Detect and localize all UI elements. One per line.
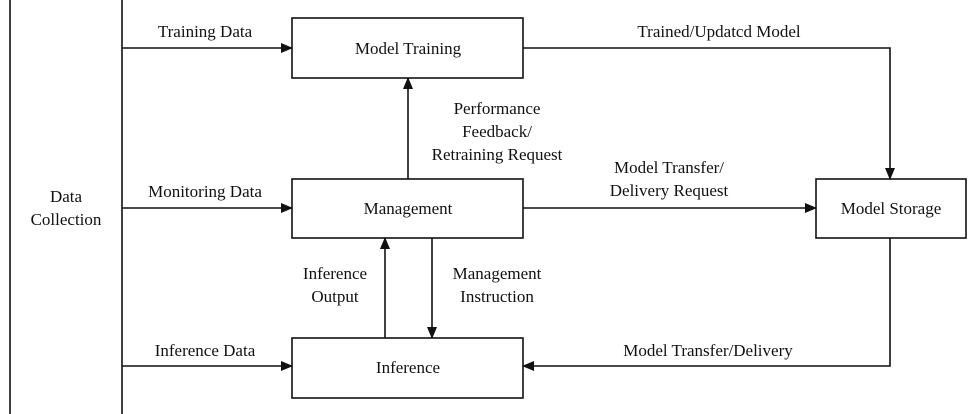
training-data-label: Training Data xyxy=(158,22,253,41)
performance-feedback-label-line2: Feedback/ xyxy=(462,122,532,141)
model-transfer-delivery-arrow xyxy=(522,238,891,371)
performance-feedback-label-line3: Retraining Request xyxy=(432,145,563,164)
trained-updated-model-arrow xyxy=(523,47,895,180)
performance-feedback-label-line1: Performance xyxy=(454,99,541,118)
inference-box xyxy=(291,337,524,399)
management-label: Management xyxy=(364,199,453,218)
model-transfer-request-label-line2: Delivery Request xyxy=(610,181,729,200)
model-transfer-request-label-line1: Model Transfer/ xyxy=(614,158,724,177)
model-transfer-delivery-label: Model Transfer/Delivery xyxy=(623,341,793,360)
trained-updated-model-label: Trained/Updatcd Model xyxy=(637,22,800,41)
management-box xyxy=(291,178,524,239)
inference-data-label: Inference Data xyxy=(155,341,256,360)
inference-label: Inference xyxy=(376,358,440,377)
model-training-label: Model Training xyxy=(355,39,462,58)
management-instruction-label-line1: Management xyxy=(453,264,542,283)
data-collection-box xyxy=(9,0,123,414)
model-training-box xyxy=(291,17,524,79)
model-storage-box xyxy=(815,178,967,239)
data-collection-label-line2: Collection xyxy=(31,210,102,229)
monitoring-data-label: Monitoring Data xyxy=(148,182,262,201)
management-instruction-label-line2: Instruction xyxy=(460,287,534,306)
data-collection-label-line1: Data xyxy=(50,187,83,206)
inference-output-label-line2: Output xyxy=(311,287,359,306)
model-storage-label: Model Storage xyxy=(841,199,942,218)
inference-output-label-line1: Inference xyxy=(303,264,367,283)
